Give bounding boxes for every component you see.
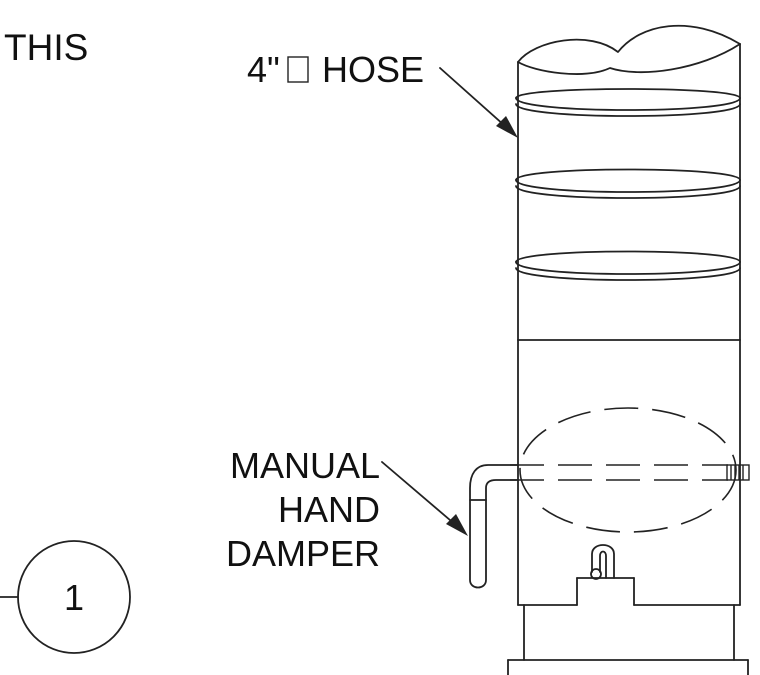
damper-hand-lever xyxy=(469,464,519,589)
damper-shaft xyxy=(510,464,750,481)
callout-number: 1 xyxy=(64,577,84,618)
hose-word-text: HOSE xyxy=(322,49,424,90)
flexible-hose xyxy=(517,24,741,341)
hose-ring-3 xyxy=(515,250,741,281)
hose-leader-arrow xyxy=(439,67,518,138)
hose-size-text: 4" xyxy=(247,49,280,90)
mounting-collar xyxy=(507,604,749,675)
hose-ring-1 xyxy=(515,88,741,117)
missing-glyph-box xyxy=(287,56,309,83)
note-text-partial: THIS xyxy=(4,27,88,68)
detail-callout: 1 xyxy=(0,540,131,654)
damper-label-line-3: DAMPER xyxy=(226,533,380,574)
locking-pin xyxy=(590,544,615,580)
damper-blade-hidden xyxy=(519,407,737,533)
hose-ring-2 xyxy=(515,168,741,199)
hose-label: 4" HOSE xyxy=(247,49,424,90)
damper-housing xyxy=(517,339,741,606)
damper-label: MANUAL HAND DAMPER xyxy=(226,445,380,574)
damper-label-line-1: MANUAL xyxy=(230,445,380,486)
callout-circle xyxy=(17,540,131,654)
damper-label-line-2: HAND xyxy=(278,489,380,530)
damper-leader-arrow xyxy=(381,461,468,536)
